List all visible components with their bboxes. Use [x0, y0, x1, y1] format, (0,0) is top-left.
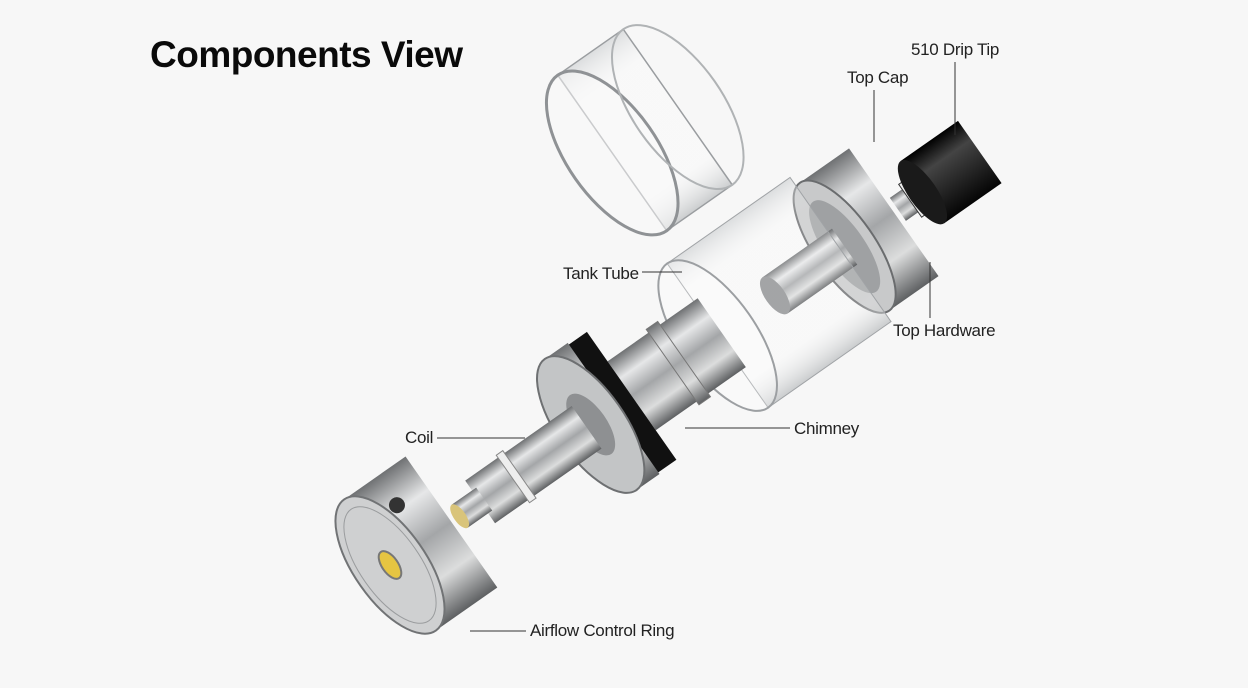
chimney [536, 298, 746, 494]
airflow-control-ring [334, 456, 498, 635]
label-drip-tip: 510 Drip Tip [911, 40, 1000, 59]
label-top-hardware: Top Hardware [893, 321, 996, 340]
label-coil: Coil [405, 428, 434, 447]
spare-glass-tube [544, 24, 745, 237]
coil [450, 406, 602, 529]
label-airflow-control-ring: Airflow Control Ring [530, 621, 675, 640]
label-tank-tube: Tank Tube [563, 264, 639, 283]
page-title: Components View [150, 34, 463, 75]
leader-lines [437, 62, 956, 632]
drip-tip [889, 120, 1002, 225]
label-chimney: Chimney [794, 419, 859, 438]
label-top-cap: Top Cap [847, 68, 909, 87]
